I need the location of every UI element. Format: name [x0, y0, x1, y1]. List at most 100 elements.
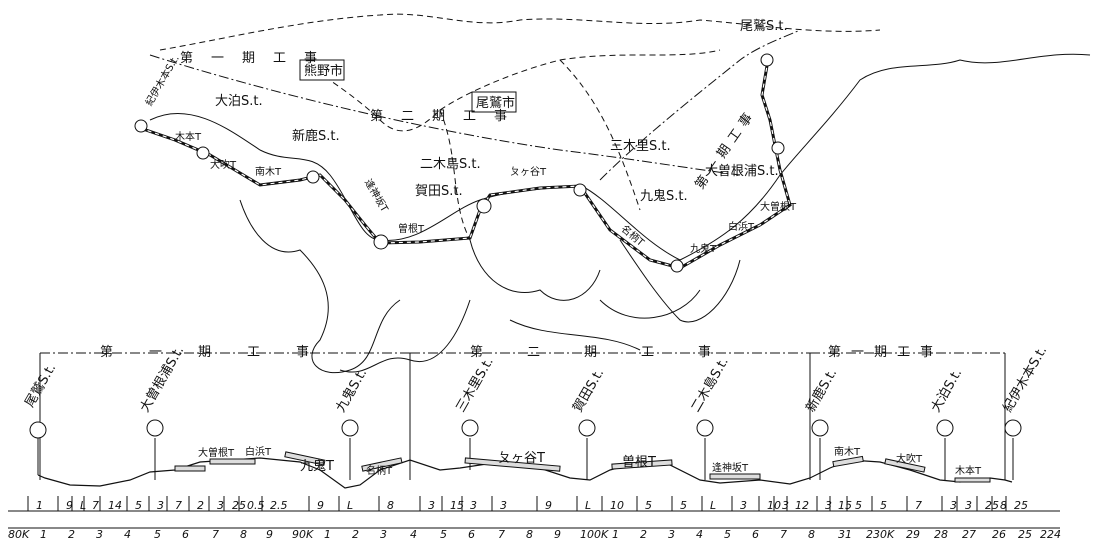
grade-number: 8 — [387, 499, 394, 512]
tunnel-bar — [464, 457, 561, 472]
tunnel-bar — [832, 455, 864, 468]
station-marker — [760, 53, 774, 67]
terrain-outline — [239, 199, 401, 374]
phase-label-map: 第二期工事 — [370, 109, 525, 124]
tunnel-bar — [709, 473, 761, 480]
tunnel-label-map: 大曽根T — [760, 200, 797, 213]
grade-number: L — [347, 499, 353, 512]
tunnel-label-map: 大吹T — [210, 158, 237, 171]
grade-number: 5 — [680, 499, 687, 512]
station-label-map: 尾鷲S.t. — [740, 19, 788, 34]
tunnel-label-profile: 南木T — [834, 445, 861, 458]
km-label: 5 — [154, 528, 161, 541]
profile-station-markers — [29, 419, 1022, 480]
km-label: 1 — [612, 528, 619, 541]
grade-number: 5 — [855, 499, 862, 512]
grade-number: 10 — [767, 499, 781, 512]
station-marker — [936, 419, 954, 437]
km-label: 1 — [324, 528, 331, 541]
grade-number: 9 — [66, 499, 73, 512]
km-label: 28 — [934, 528, 948, 541]
grade-number: 2.5 — [270, 499, 288, 512]
station-label-map: 賀田S.t. — [415, 184, 463, 199]
km-label: 7 — [780, 528, 787, 541]
grade-number: 3 — [965, 499, 972, 512]
terrain-outline — [599, 289, 701, 319]
grade-tick-group — [27, 496, 1007, 511]
grade-number: L — [80, 499, 86, 512]
tunnel-label-profile: ㄆヶ谷T — [498, 451, 545, 466]
grade-number: 3 — [782, 499, 789, 512]
km-label: 4 — [696, 528, 703, 541]
station-label-profile: 尾鷲S.t. — [22, 361, 59, 410]
station-marker — [341, 419, 359, 437]
station-label-profile: 賀田S.t. — [570, 366, 607, 415]
station-marker — [196, 146, 210, 160]
km-label: 3 — [668, 528, 675, 541]
grade-number: 1 — [36, 499, 43, 512]
station-marker — [461, 419, 479, 437]
station-label-map: 九鬼S.t. — [640, 188, 688, 204]
km-label: 6 — [182, 528, 189, 541]
profile-tunnels — [174, 451, 991, 483]
city-label: 尾鷲市 — [476, 95, 515, 111]
grade-number: 5 — [135, 499, 142, 512]
station-label-profile: 紀伊木本S.t. — [1000, 344, 1050, 415]
station-marker — [1004, 419, 1022, 437]
grade-number: 3 — [740, 499, 747, 512]
map-station-markers — [134, 53, 785, 273]
grade-number: 14 — [108, 499, 122, 512]
km-label: 3 — [380, 528, 387, 541]
phase-label-profile: 第一期工事 — [828, 345, 943, 360]
grade-number: 25 — [1014, 499, 1028, 512]
grade-number: 3 — [428, 499, 435, 512]
km-label: 5 — [724, 528, 731, 541]
km-label: 230K — [866, 528, 895, 541]
station-label-map: 二木島S.t. — [420, 157, 481, 172]
station-marker — [373, 234, 389, 250]
tunnel-bar — [209, 458, 256, 465]
km-label: 8 — [240, 528, 247, 541]
km-label: 31 — [838, 528, 852, 541]
city-box — [471, 91, 517, 113]
tunnel-label-map: 九鬼T — [690, 242, 717, 255]
tunnel-label-map: 木本T — [175, 130, 202, 143]
station-marker — [573, 183, 587, 197]
grade-number: 3 — [500, 499, 507, 512]
station-marker — [306, 170, 320, 184]
km-label: 224 — [1040, 528, 1061, 541]
station-label-profile: 三木里S.t. — [453, 355, 496, 415]
coastline-outline — [149, 53, 1091, 261]
grade-number: 5 — [880, 499, 887, 512]
km-label: 8 — [526, 528, 533, 541]
grade-number: 9 — [545, 499, 552, 512]
km-label: 26 — [992, 528, 1006, 541]
km-label: 8 — [808, 528, 815, 541]
grade-number: 8 — [1000, 499, 1007, 512]
terrain-outline — [339, 299, 471, 373]
km-label: 2 — [640, 528, 647, 541]
terrain-outline — [619, 239, 741, 323]
grade-number: 25 — [232, 499, 246, 512]
km-label: 5 — [440, 528, 447, 541]
tunnel-label-profile: 大曽根T — [198, 446, 235, 459]
km-label: 7 — [498, 528, 505, 541]
tunnel-bar — [361, 457, 403, 472]
grade-number: 3 — [217, 499, 224, 512]
tunnel-label-profile: 木本T — [955, 464, 982, 477]
station-marker — [771, 141, 785, 155]
grade-number: 0.5 — [247, 499, 265, 512]
municipal-boundary — [159, 13, 881, 51]
grade-number: 3 — [470, 499, 477, 512]
profile-tunnel-labels: 大曽根T 白浜T 九鬼T 名柄T ㄆヶ谷T 曽根T 逢神坂T 南木T 大吹T 木… — [198, 445, 982, 477]
grade-number: 7 — [175, 499, 182, 512]
km-label: 25 — [1018, 528, 1032, 541]
km-label: 6 — [468, 528, 475, 541]
city-box — [299, 59, 345, 81]
construction-phase-line — [599, 29, 801, 181]
grade-number: 15 — [838, 499, 852, 512]
station-label-profile: 二木島S.t. — [688, 355, 731, 415]
station-marker — [578, 419, 596, 437]
tunnel-label-map: 逢神坂T — [362, 176, 392, 215]
